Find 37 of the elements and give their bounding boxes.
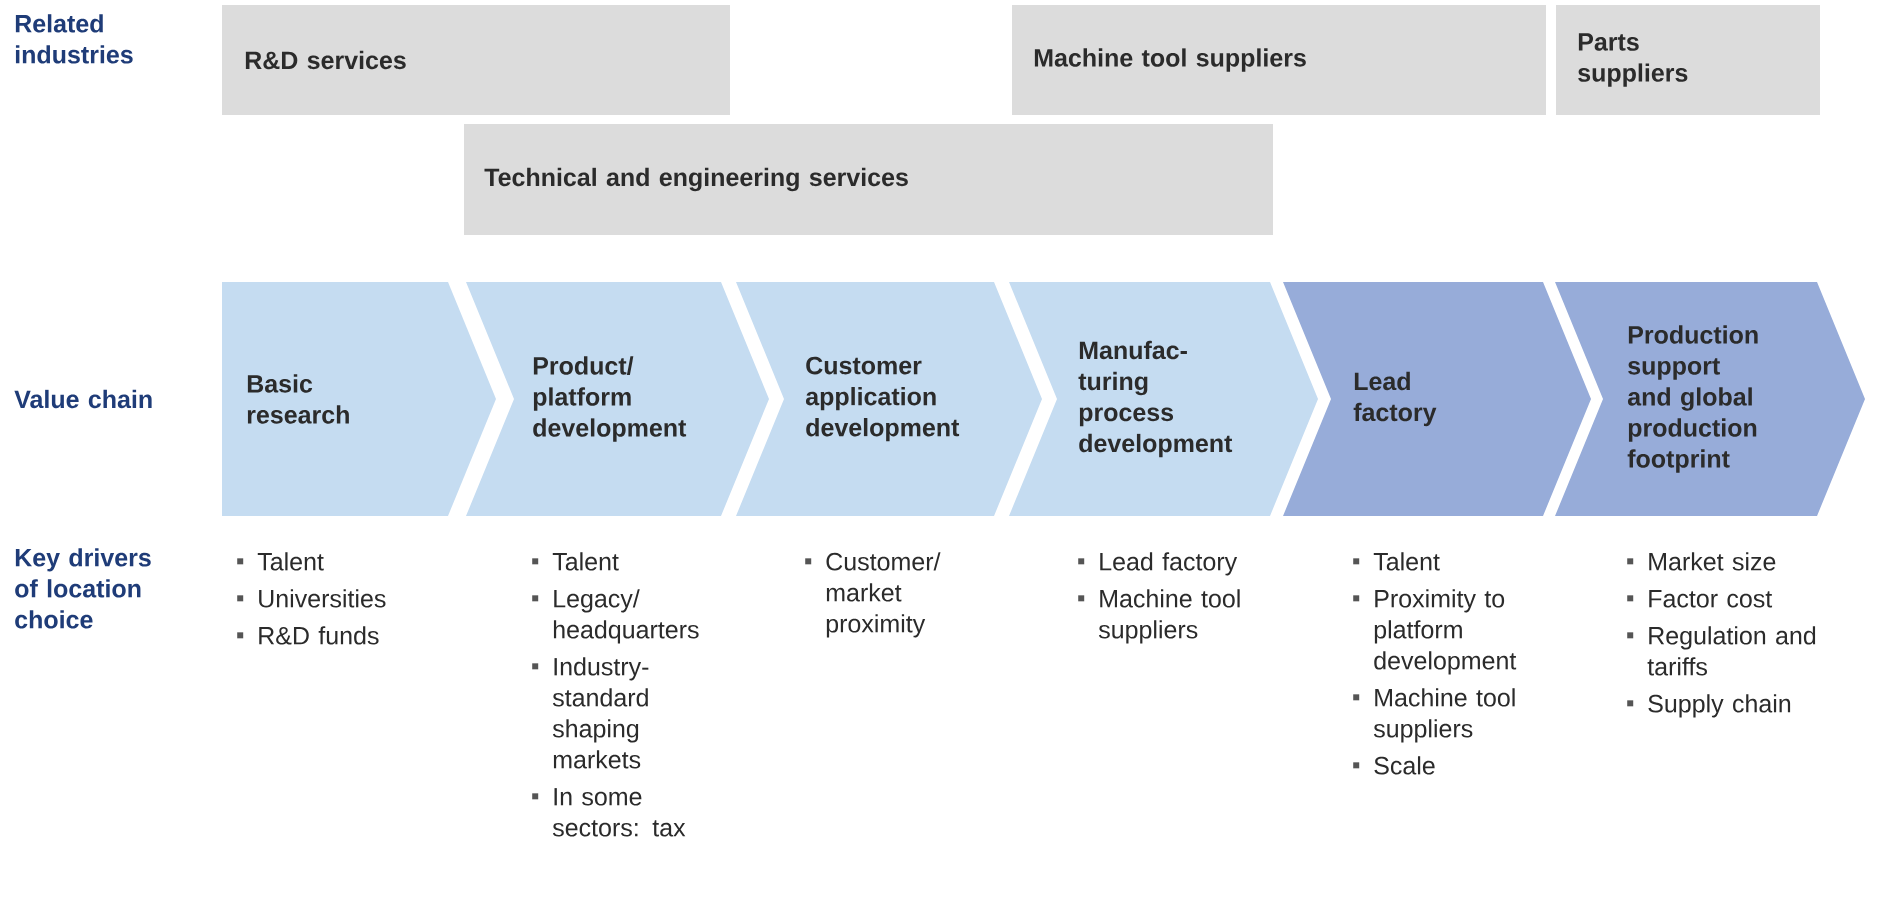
industry-box: Machine tool suppliers	[1012, 5, 1546, 115]
bullet-item: Talent	[532, 552, 619, 571]
row-heading: Key drivers of location choice	[15, 548, 151, 629]
industry-box: R&D services	[222, 5, 730, 115]
bullet-item: Supply chain	[1627, 694, 1791, 718]
bullet-item: Lead factory	[1078, 552, 1238, 576]
bullet-item: Talent	[1353, 552, 1440, 571]
row-heading: Value chain	[14, 389, 152, 409]
process-step: Production support and global production footprint	[1555, 282, 1865, 516]
node-label: Customer application development	[805, 356, 960, 442]
process-step: Basic research	[222, 282, 496, 516]
bullet-item: Machine tool suppliers	[1078, 589, 1240, 644]
bullet-item: In some sectors: tax	[532, 788, 686, 837]
bullet-item: Factor cost	[1627, 590, 1773, 608]
node-label: Lead factory	[1353, 371, 1437, 427]
node-label: Manufac- turing process development	[1078, 340, 1233, 458]
industry-box: Technical and engineering services	[464, 124, 1273, 235]
row-heading: Related industries	[15, 14, 133, 64]
bullet-item: Industry- standard shaping markets	[532, 657, 649, 769]
bullet-item: Regulation and tariffs	[1627, 626, 1816, 676]
industry-box: Parts suppliers	[1556, 5, 1820, 115]
node-label: Production support and global production footprint	[1627, 325, 1758, 473]
bullet-item: Market size	[1627, 552, 1776, 571]
process-step: Lead factory	[1283, 282, 1591, 516]
process-step: Product/ platform development	[466, 282, 769, 516]
bullet-item: Machine tool suppliers	[1353, 688, 1515, 743]
bullet-item: Universities	[237, 589, 386, 608]
bullet-item: R&D funds	[237, 626, 379, 645]
node-label: Product/ platform development	[533, 356, 687, 442]
process-step: Customer application development	[736, 282, 1042, 516]
process-step: Manufac- turing process development	[1009, 282, 1318, 516]
node-label: Basic research	[247, 374, 349, 424]
bullet-item: Talent	[237, 552, 324, 571]
bullet-item: Legacy/ headquarters	[532, 589, 699, 644]
bullet-item: Scale	[1353, 756, 1435, 775]
bullet-item: Proximity to platform development	[1353, 589, 1517, 675]
bullet-item: Customer/ market proximity	[805, 552, 941, 638]
